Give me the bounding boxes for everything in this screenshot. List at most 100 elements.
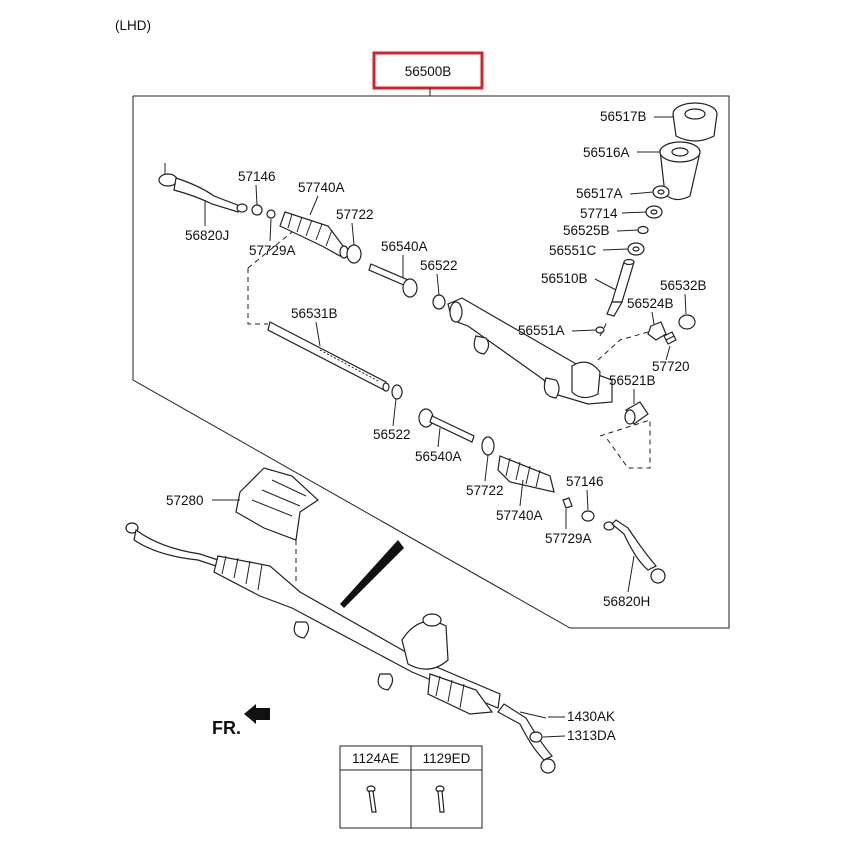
label-57729a-bot[interactable]: 57729A — [545, 509, 592, 546]
seal-56551c — [627, 242, 645, 256]
svg-text:57714: 57714 — [580, 206, 618, 221]
label-56532b[interactable]: 56532B — [660, 278, 707, 315]
o-ring-56525b — [637, 225, 649, 235]
label-56531b[interactable]: 56531B — [291, 306, 338, 347]
pinion-shaft — [606, 258, 635, 317]
label-57280[interactable]: 57280 — [166, 493, 240, 508]
nut-57146-bot — [581, 510, 595, 522]
boot-57740a-top — [279, 211, 349, 259]
label-1313da[interactable]: 1313DA — [542, 728, 616, 743]
label-57146-top[interactable]: 57146 — [238, 169, 276, 206]
clamp-57722-top — [346, 244, 362, 264]
rack-housing — [447, 297, 613, 405]
assembly-highlight-box — [372, 51, 484, 90]
clip-57729a-top — [266, 209, 276, 219]
svg-text:56540A: 56540A — [381, 239, 428, 254]
assembled-tie-rod-left — [125, 522, 219, 567]
yoke-56524b — [647, 321, 667, 341]
seal-56551a — [595, 326, 605, 334]
svg-text:56510B: 56510B — [541, 271, 588, 286]
svg-text:56820J: 56820J — [185, 228, 229, 243]
svg-text:56516A: 56516A — [583, 145, 630, 160]
label-56517a[interactable]: 56517A — [576, 186, 654, 201]
svg-text:56522: 56522 — [420, 258, 458, 273]
label-57722-bot[interactable]: 57722 — [466, 454, 504, 498]
castle-nut-1313da — [529, 731, 543, 743]
assembly-arrow — [340, 540, 404, 608]
direction-label: FR. — [212, 718, 241, 738]
svg-text:56525B: 56525B — [563, 223, 610, 238]
part-labels: 56517B 56516A 56517A 57714 56525B 56551C… — [166, 109, 707, 743]
svg-text:57720: 57720 — [652, 359, 690, 374]
label-57740a-bot[interactable]: 57740A — [496, 479, 543, 523]
svg-text:56531B: 56531B — [291, 306, 338, 321]
nut-57146-top — [251, 204, 263, 216]
front-direction-indicator: FR. — [212, 704, 270, 738]
svg-text:56521B: 56521B — [609, 373, 656, 388]
tie-rod-end-right — [603, 519, 666, 584]
label-56551a[interactable]: 56551A — [518, 323, 597, 338]
label-56551c[interactable]: 56551C — [549, 243, 629, 258]
label-57740a-top[interactable]: 57740A — [298, 180, 345, 216]
ring-56522-top — [432, 294, 446, 310]
guide-line-rack — [247, 268, 268, 325]
svg-text:56517A: 56517A — [576, 186, 623, 201]
variant-label: (LHD) — [115, 18, 151, 33]
ring-56522-bot — [391, 384, 403, 400]
label-56510b[interactable]: 56510B — [541, 271, 617, 291]
label-56820j[interactable]: 56820J — [185, 200, 229, 243]
svg-text:57146: 57146 — [238, 169, 276, 184]
svg-text:56517B: 56517B — [600, 109, 647, 124]
label-57720[interactable]: 57720 — [652, 345, 690, 374]
svg-text:56524B: 56524B — [627, 296, 674, 311]
bolt-1124ae-icon — [366, 785, 377, 813]
spring-57720 — [663, 331, 677, 345]
label-57714[interactable]: 57714 — [580, 206, 647, 221]
assembly-frame — [132, 95, 730, 629]
svg-text:56820H: 56820H — [603, 594, 650, 609]
inner-tie-rod-top — [368, 263, 418, 298]
bushing-56521b — [624, 401, 649, 425]
label-56521b[interactable]: 56521B — [609, 373, 656, 404]
guide-line-rack-end — [599, 419, 651, 469]
svg-text:1430AK: 1430AK — [567, 709, 615, 724]
clip-57729a-bot — [562, 497, 573, 509]
boot-57740a-bot — [497, 455, 555, 493]
label-56522-bot[interactable]: 56522 — [373, 398, 411, 442]
bolt-header-1: 1124AE — [352, 751, 399, 766]
label-56820h[interactable]: 56820H — [603, 555, 650, 609]
label-56522-top[interactable]: 56522 — [420, 258, 458, 296]
label-57722-top[interactable]: 57722 — [336, 207, 374, 246]
svg-text:56532B: 56532B — [660, 278, 707, 293]
label-56540a-bot[interactable]: 56540A — [415, 427, 462, 464]
inner-tie-rod-bot — [418, 408, 475, 443]
label-1430ak[interactable]: 1430AK — [548, 709, 615, 724]
svg-text:1313DA: 1313DA — [567, 728, 616, 743]
bolt-table: 1124AE 1129ED — [339, 745, 483, 829]
label-56516a[interactable]: 56516A — [583, 145, 660, 160]
clamp-57722-bot — [481, 436, 495, 456]
label-56525b[interactable]: 56525B — [563, 223, 639, 238]
label-56517b[interactable]: 56517B — [600, 109, 673, 124]
bolt-1129ed-icon — [435, 785, 445, 813]
rack-bar — [267, 321, 390, 392]
assembled-tie-rod-right — [497, 703, 556, 774]
cotter-pin-1430ak — [519, 711, 547, 719]
nut-57714 — [645, 205, 663, 219]
label-57729a-top[interactable]: 57729A — [249, 218, 296, 258]
svg-text:57722: 57722 — [336, 207, 374, 222]
label-56524b[interactable]: 56524B — [627, 296, 674, 325]
assembly-callout[interactable]: 56500B — [372, 51, 484, 96]
svg-text:57729A: 57729A — [545, 531, 592, 546]
svg-text:57729A: 57729A — [249, 243, 296, 258]
svg-text:56522: 56522 — [373, 427, 411, 442]
guide-line-pinion — [597, 331, 649, 361]
label-56540a-top[interactable]: 56540A — [381, 239, 428, 278]
label-57146-bot[interactable]: 57146 — [566, 474, 604, 511]
front-arrow-icon — [244, 704, 270, 724]
bolt-header-2: 1129ED — [423, 751, 471, 766]
heat-shield-57280 — [235, 467, 319, 541]
seal-56517a — [652, 185, 670, 199]
svg-text:57740A: 57740A — [298, 180, 345, 195]
